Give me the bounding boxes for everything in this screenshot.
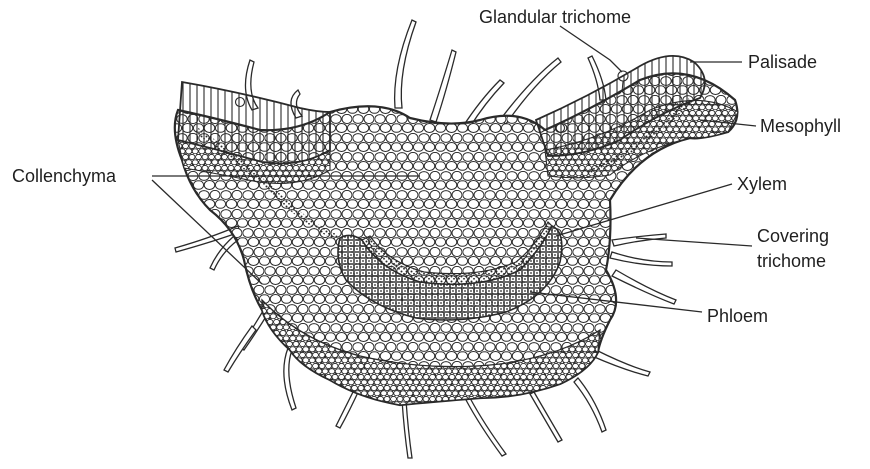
- label-xylem: Xylem: [737, 174, 787, 194]
- label-covering-trichome-line2: trichome: [757, 251, 826, 271]
- covering-trichome-20: [574, 378, 606, 432]
- label-covering-trichome-line1: Covering: [757, 226, 829, 246]
- covering-trichome-4: [430, 50, 456, 122]
- label-mesophyll: Mesophyll: [760, 116, 841, 136]
- label-palisade: Palisade: [748, 52, 817, 72]
- label-glandular-trichome: Glandular trichome: [479, 7, 631, 27]
- covering-trichome-18: [466, 398, 506, 456]
- covering-trichome-12: [612, 270, 676, 304]
- covering-trichome-17: [402, 400, 412, 458]
- label-phloem: Phloem: [707, 306, 768, 326]
- covering-trichome-3: [395, 20, 416, 108]
- covering-trichome-15: [284, 348, 296, 410]
- covering-trichome-11: [610, 252, 672, 266]
- covering-trichome-19: [530, 392, 562, 442]
- covering-trichome-14: [224, 326, 256, 372]
- leader-covering-trichome: [636, 238, 752, 246]
- covering-trichome-21: [592, 350, 650, 376]
- label-collenchyma: Collenchyma: [12, 166, 117, 186]
